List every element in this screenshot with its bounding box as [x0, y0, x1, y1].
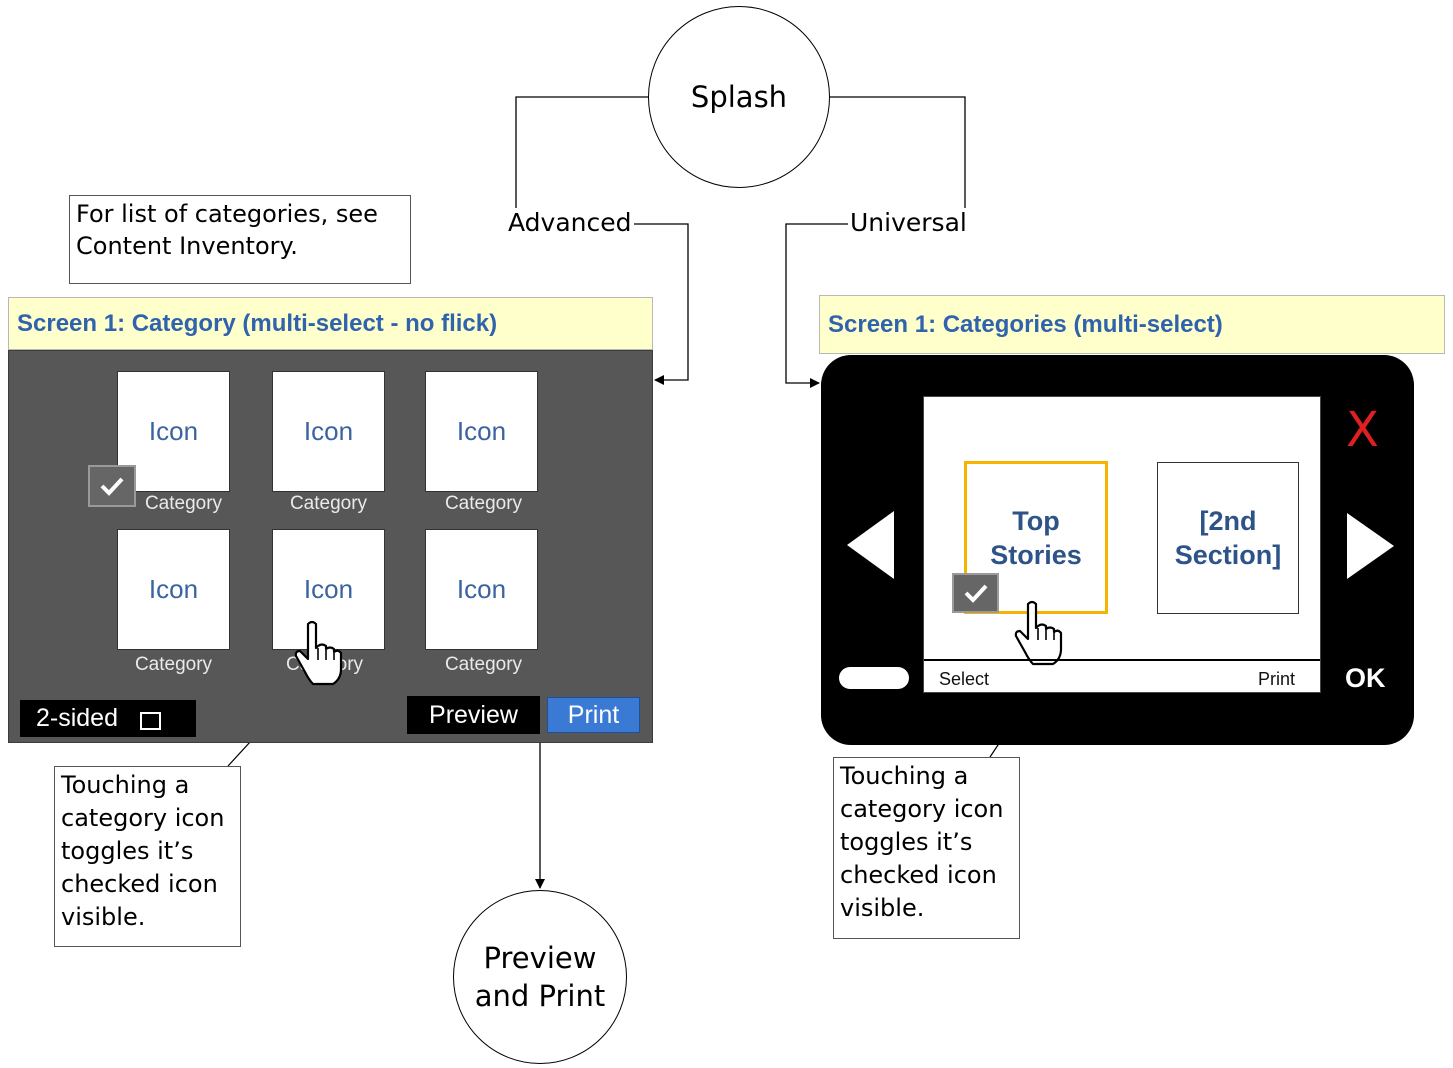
softkey-select-label: Select [939, 669, 990, 689]
checkmark-icon [100, 477, 124, 496]
right-toggle-note: Touching a category icon toggles it’s ch… [833, 757, 1020, 939]
universal-label: Universal [848, 208, 969, 238]
tile-icon-label: Icon [303, 574, 354, 604]
softkey-divider [924, 659, 1320, 661]
softkey-print-label: Print [1258, 669, 1296, 689]
tile-caption: Category [289, 493, 368, 514]
left-arrow-icon[interactable] [847, 511, 895, 579]
checked-checkbox[interactable] [952, 573, 999, 613]
category-tile[interactable]: Icon [425, 371, 538, 492]
close-icon[interactable]: X [1346, 402, 1379, 458]
advanced-screen-title: Screen 1: Category (multi-select - no fl… [8, 297, 653, 350]
left-toggle-note: Touching a category icon toggles it’s ch… [54, 766, 241, 947]
preview-button[interactable]: Preview [407, 696, 540, 734]
categories-note: For list of categories, see Content Inve… [69, 195, 411, 284]
hand-pointer-icon [1014, 600, 1063, 666]
category-tile[interactable]: Icon [425, 529, 538, 650]
right-arrow-icon[interactable] [1347, 513, 1395, 579]
splash-to-advanced-line [515, 96, 648, 220]
category-tile-second-section[interactable]: [2nd Section] [1157, 462, 1299, 614]
ok-button[interactable]: OK [1345, 663, 1386, 693]
category-tile[interactable]: Icon [272, 529, 385, 650]
tile-icon-label: Icon [148, 574, 199, 604]
tile-caption: Category [134, 654, 213, 675]
print-button[interactable]: Print [547, 697, 640, 733]
preview-print-label: Preview and Print [474, 941, 606, 1013]
preview-print-node: Preview and Print [453, 890, 627, 1064]
tile-icon-label: Icon [456, 574, 507, 604]
tile-icon-label: Icon [303, 416, 354, 446]
splash-to-universal-line [829, 96, 966, 220]
splash-label: Splash [690, 80, 788, 114]
tile-icon-label: Icon [456, 416, 507, 446]
checkbox-empty-icon [140, 711, 161, 730]
checkmark-icon [964, 584, 987, 603]
splash-node: Splash [648, 6, 830, 188]
left-softkey-button[interactable] [839, 667, 909, 689]
hand-pointer-icon [294, 620, 343, 686]
two-sided-label: 2-sided [36, 704, 118, 732]
tile-caption: Category [144, 493, 223, 514]
tile-caption: Category [444, 654, 523, 675]
category-tile[interactable]: Icon [117, 529, 230, 650]
two-sided-toggle[interactable]: 2-sided [20, 700, 196, 737]
tile-caption: Category [444, 493, 523, 514]
category-tile[interactable]: Icon [272, 371, 385, 492]
checked-checkbox[interactable] [88, 465, 136, 507]
tile-icon-label: Icon [148, 416, 199, 446]
advanced-label: Advanced [506, 208, 634, 238]
universal-screen-title: Screen 1: Categories (multi-select) [819, 295, 1445, 354]
